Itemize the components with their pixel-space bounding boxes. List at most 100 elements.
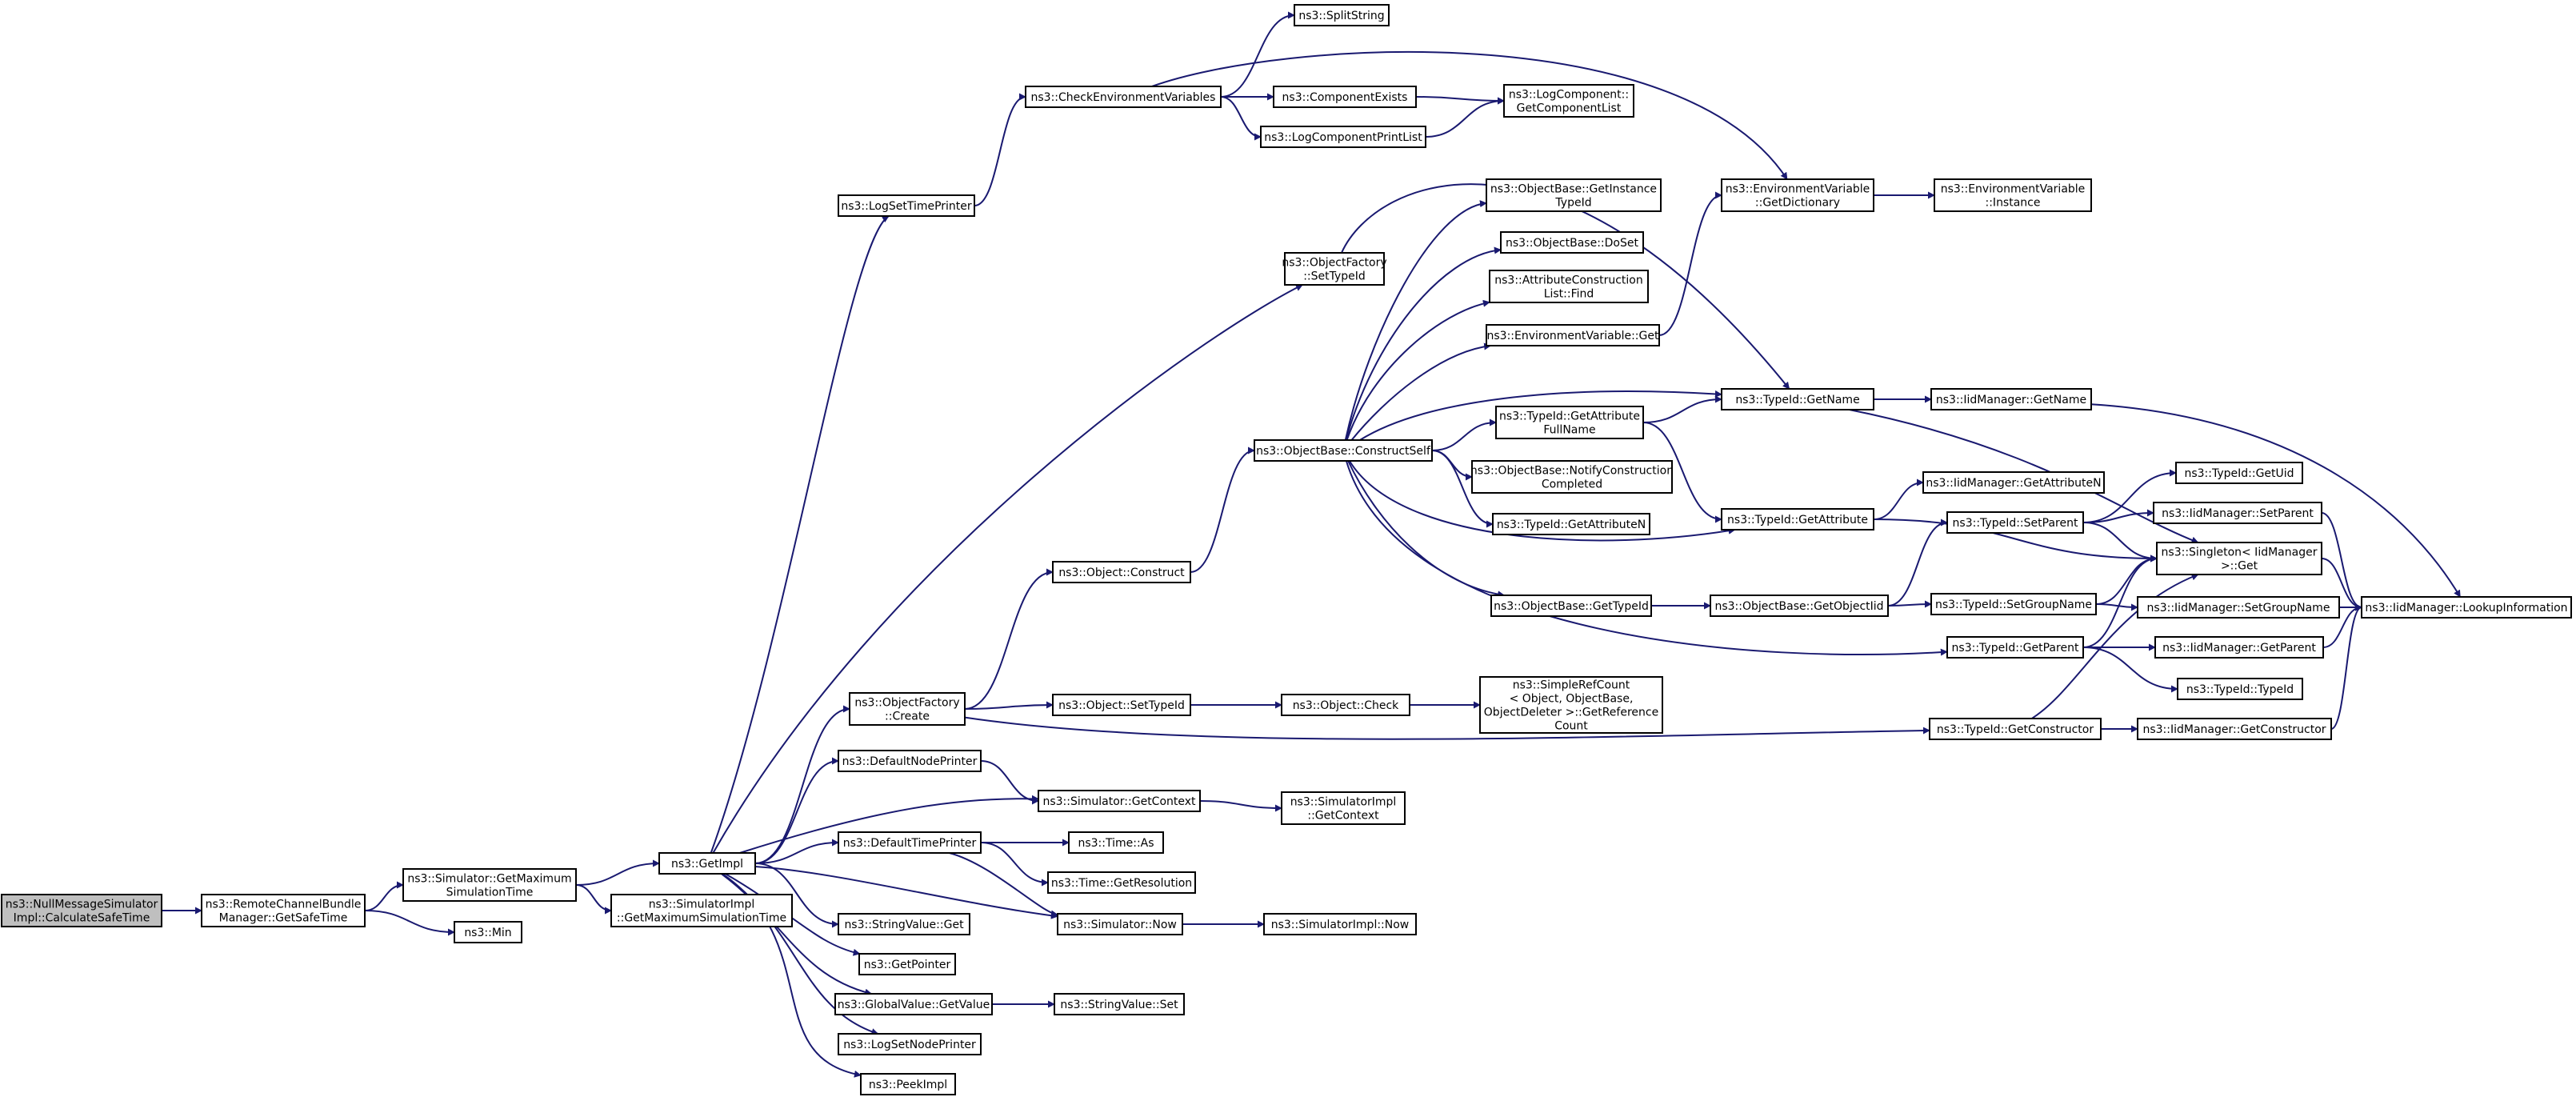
node-label: ns3::Time::GetResolution <box>1051 877 1192 890</box>
node-n25[interactable]: ns3::EnvironmentVariable::Instance <box>1934 178 2092 212</box>
node-label: ::SetTypeId <box>1303 270 1366 283</box>
node-n46[interactable]: ns3::TypeId::GetUid <box>2175 462 2303 484</box>
node-n5[interactable]: ns3::GetImpl <box>658 852 756 875</box>
node-label: ns3::IidManager::SetParent <box>2162 507 2314 520</box>
node-label: ns3::EnvironmentVariable <box>1726 183 1870 196</box>
node-n38[interactable]: ns3::ObjectBase::GetObjectIid <box>1710 595 1889 617</box>
node-n59[interactable]: ns3::SimulatorImpl::Now <box>1263 913 1417 935</box>
node-n44[interactable]: ns3::TypeId::GetConstructor <box>1929 718 2102 740</box>
edge-n19-n24 <box>1151 50 1788 180</box>
node-box <box>201 894 366 927</box>
node-label: Count <box>1554 720 1588 733</box>
node-n22[interactable]: ns3::LogComponentPrintList <box>1260 126 1426 148</box>
node-label: SimulationTime <box>446 887 534 899</box>
node-box <box>1486 324 1660 346</box>
node-n58[interactable]: ns3::Time::GetResolution <box>1047 871 1196 894</box>
node-n13[interactable]: ns3::StringValue::Get <box>838 913 970 935</box>
node-n29[interactable]: ns3::ObjectBase::DoSet <box>1500 231 1644 254</box>
node-n2[interactable]: ns3::RemoteChannelBundleManager::GetSafe… <box>201 894 366 927</box>
node-n15[interactable]: ns3::GlobalValue::GetValue <box>834 993 993 1015</box>
node-label: ::GetDictionary <box>1755 197 1840 210</box>
node-n35[interactable]: ns3::ObjectBase::GetTypeId <box>1490 595 1652 617</box>
edge-n19-n20 <box>1220 11 1295 98</box>
node-label: ns3::TypeId::GetName <box>1735 394 1859 406</box>
node-n11[interactable]: ns3::Simulator::GetContext <box>1038 790 1201 812</box>
edge-n21-n23 <box>1415 96 1505 105</box>
node-n40[interactable]: ns3::IidManager::GetAttributeN <box>1922 471 2105 494</box>
edge-n37-n45 <box>1873 518 2158 563</box>
edge-n27-n31 <box>1350 342 1492 441</box>
node-label: ns3::SplitString <box>1298 10 1384 22</box>
node-box <box>1503 84 1634 118</box>
node-n16[interactable]: ns3::LogSetNodePrinter <box>838 1033 982 1055</box>
node-n37[interactable]: ns3::TypeId::GetAttribute <box>1721 508 1874 530</box>
node-n31[interactable]: ns3::EnvironmentVariable::Get <box>1486 324 1660 346</box>
node-n14[interactable]: ns3::GetPointer <box>858 953 956 975</box>
node-box <box>1052 561 1191 583</box>
node-box <box>1052 694 1191 716</box>
node-n54[interactable]: ns3::Object::Check <box>1281 694 1410 716</box>
node-label: ns3::DefaultTimePrinter <box>843 837 977 850</box>
node-n36[interactable]: ns3::TypeId::GetName <box>1721 388 1874 410</box>
node-n7[interactable]: ns3::LogSetTimePrinter <box>838 194 975 217</box>
node-n42[interactable]: ns3::TypeId::SetGroupName <box>1930 593 2097 615</box>
node-box <box>1946 636 2084 659</box>
node-label: >::Get <box>2221 560 2258 573</box>
node-box <box>2154 636 2324 659</box>
node-n51[interactable]: ns3::IidManager::GetConstructor <box>2137 718 2332 740</box>
edge-n27-n36 <box>1359 390 1722 441</box>
node-n19[interactable]: ns3::CheckEnvironmentVariables <box>1025 86 1222 108</box>
node-n20[interactable]: ns3::SplitString <box>1294 4 1390 26</box>
node-n53[interactable]: ns3::Object::SetTypeId <box>1052 694 1191 716</box>
node-label: ns3::TypeId::GetUid <box>2184 467 2294 480</box>
node-n48[interactable]: ns3::IidManager::SetGroupName <box>2137 596 2340 619</box>
node-label: ns3::IidManager::GetParent <box>2162 642 2316 655</box>
node-box <box>860 1073 956 1095</box>
node-n24[interactable]: ns3::EnvironmentVariable::GetDictionary <box>1721 178 1874 212</box>
node-box <box>1273 86 1417 108</box>
node-n34[interactable]: ns3::TypeId::GetAttributeN <box>1492 513 1650 535</box>
node-box <box>2153 502 2322 524</box>
node-n55[interactable]: ns3::SimpleRefCount< Object, ObjectBase,… <box>1479 676 1663 734</box>
node-n3[interactable]: ns3::Simulator::GetMaximumSimulationTime <box>402 868 577 902</box>
node-n10[interactable]: ns3::DefaultNodePrinter <box>838 750 982 772</box>
node-label: ns3::TypeId::SetGroupName <box>1935 599 2092 611</box>
node-n41[interactable]: ns3::TypeId::SetParent <box>1946 511 2084 534</box>
node-n49[interactable]: ns3::IidManager::GetParent <box>2154 636 2324 659</box>
edge-n7-n19 <box>974 93 1026 206</box>
node-n23[interactable]: ns3::LogComponent::GetComponentList <box>1503 84 1634 118</box>
node-n4[interactable]: ns3::Min <box>454 921 522 943</box>
node-n52[interactable]: ns3::IidManager::LookupInformation <box>2361 596 2572 619</box>
node-label: ns3::EnvironmentVariable <box>1941 183 2086 196</box>
node-n12[interactable]: ns3::DefaultTimePrinter <box>838 831 982 854</box>
node-label: ns3::Object::Check <box>1293 699 1399 712</box>
node-box <box>1284 252 1385 286</box>
edge-n10-n11 <box>980 760 1039 805</box>
node-box <box>1721 388 1874 410</box>
node-label: ns3::DefaultNodePrinter <box>842 755 978 768</box>
node-label: ns3::TypeId::SetParent <box>1953 517 2078 530</box>
node-n43[interactable]: ns3::TypeId::GetParent <box>1946 636 2084 659</box>
node-n56[interactable]: ns3::SimulatorImpl::GetContext <box>1281 791 1406 825</box>
node-n6[interactable]: ns3::SimulatorImpl::GetMaximumSimulation… <box>610 894 793 927</box>
node-n18[interactable]: ns3::Simulator::Now <box>1057 913 1183 935</box>
node-n21[interactable]: ns3::ComponentExists <box>1273 86 1417 108</box>
node-n17[interactable]: ns3::PeekImpl <box>860 1073 956 1095</box>
node-n50[interactable]: ns3::TypeId::TypeId <box>2177 678 2303 700</box>
node-n57[interactable]: ns3::Time::As <box>1068 831 1164 854</box>
node-n33[interactable]: ns3::ObjectBase::NotifyConstructionCompl… <box>1470 460 1674 494</box>
edge-n19-n22 <box>1220 96 1262 141</box>
node-n9[interactable]: ns3::ObjectFactory::Create <box>849 692 966 726</box>
node-n26[interactable]: ns3::Object::Construct <box>1052 561 1191 583</box>
node-label: ns3::CheckEnvironmentVariables <box>1031 91 1216 104</box>
node-n27[interactable]: ns3::ObjectBase::ConstructSelf <box>1254 439 1433 462</box>
node-n47[interactable]: ns3::IidManager::SetParent <box>2153 502 2322 524</box>
node-n39[interactable]: ns3::IidManager::GetName <box>1930 388 2092 410</box>
node-n45[interactable]: ns3::Singleton< IidManager >::Get <box>2156 542 2322 575</box>
node-label: ns3::Object::Construct <box>1058 567 1185 579</box>
node-n8[interactable]: ns3::ObjectFactory::SetTypeId <box>1282 252 1387 286</box>
node-n60[interactable]: ns3::StringValue::Set <box>1054 993 1185 1015</box>
